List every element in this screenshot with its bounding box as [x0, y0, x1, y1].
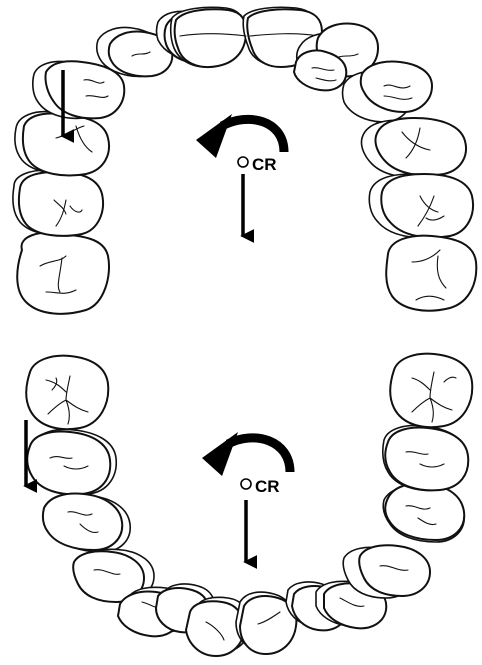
- upper-left-premolar-2: [32, 60, 126, 120]
- upper-central-incisors: [169, 6, 323, 68]
- lower-left-molar-2: [26, 428, 117, 496]
- lower-central-incisors: [185, 591, 298, 657]
- upper-left-premolar-1: [14, 110, 110, 177]
- upper-right-premolar-2: [341, 60, 433, 123]
- lower-rotation-arrowhead: [202, 432, 238, 476]
- lower-right-molar-2: [382, 424, 470, 492]
- upper-arch: CR: [12, 6, 478, 315]
- upper-left-canine: [96, 26, 174, 78]
- upper-right-canine: [293, 49, 348, 92]
- lower-right-canine: [315, 580, 388, 630]
- lower-cr-label: CR: [255, 477, 280, 496]
- upper-right-premolar-1: [360, 117, 467, 179]
- lower-left-premolar-1: [41, 492, 131, 553]
- upper-rotation-arrowhead: [196, 114, 232, 158]
- upper-right-molar-1: [385, 234, 478, 312]
- upper-center-of-resistance: [237, 156, 249, 168]
- lower-right-premolar-1: [382, 482, 466, 543]
- lower-right-molar-1: [389, 352, 474, 429]
- upper-left-molar-2: [12, 169, 104, 237]
- lower-center-of-resistance: [240, 478, 252, 490]
- upper-left-molar-1: [16, 231, 110, 315]
- upper-rotation-arrow: [219, 114, 289, 153]
- lower-rotation-arrow: [225, 433, 295, 473]
- upper-cr-label: CR: [252, 155, 277, 174]
- lower-right-premolar-2: [342, 544, 431, 599]
- lower-left-molar-1: [25, 354, 110, 431]
- lower-arch: CR: [23, 352, 474, 657]
- lower-left-premolar-2: [72, 548, 155, 603]
- upper-right-molar-2: [368, 173, 474, 239]
